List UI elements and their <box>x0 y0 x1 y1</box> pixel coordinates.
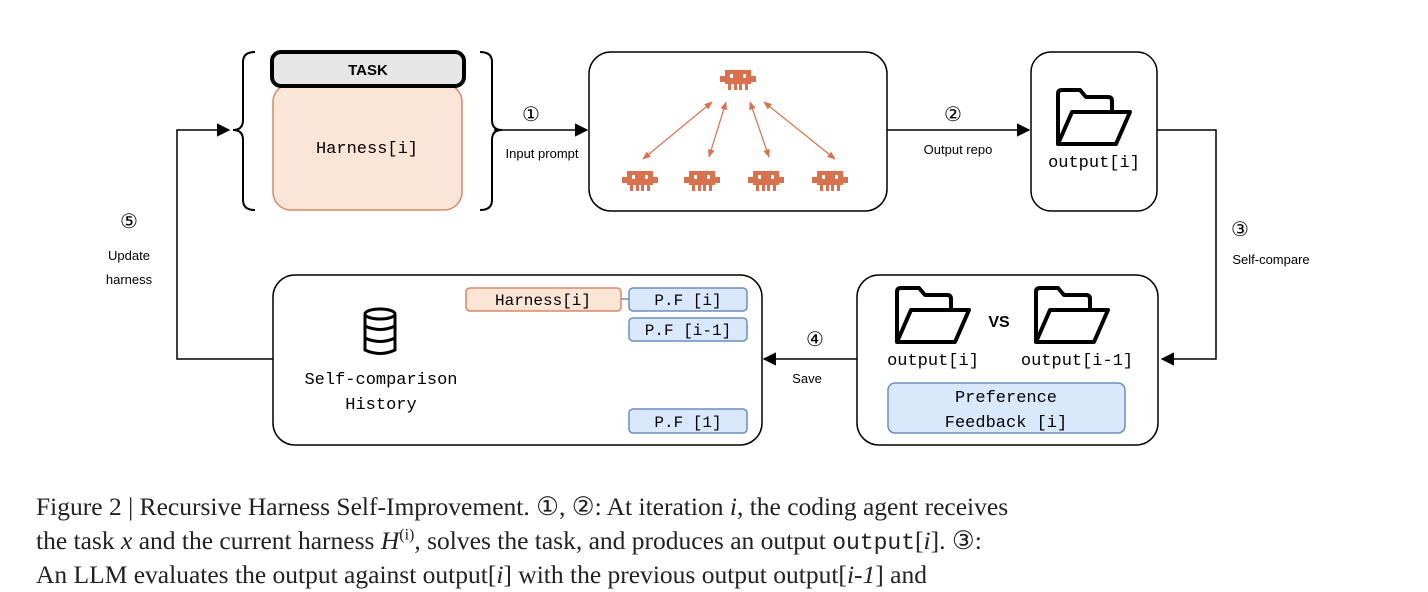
link-lead-sub4 <box>763 101 836 160</box>
history-harness-label: Harness[i] <box>495 292 591 310</box>
step3-number: ③ <box>1231 219 1249 241</box>
arrow-update-harness <box>176 123 273 360</box>
arrow-self-compare <box>1157 129 1217 366</box>
caption-text: ]. ③: <box>930 526 982 555</box>
caption-superscript: (i) <box>399 526 415 544</box>
compare-left-label: output[i] <box>887 352 979 371</box>
pf-i-label: P.F [i] <box>654 292 721 310</box>
caption-text: ] with the previous output output[ <box>503 560 847 589</box>
caption-text: ] and <box>875 560 927 589</box>
comparison-box: VS output[i] output[i-1] Preference Feed… <box>856 274 1159 446</box>
step2-label: Output repo <box>924 142 993 157</box>
step2-number: ② <box>944 104 962 126</box>
history-label-line1: Self-comparison <box>304 371 457 390</box>
pf-i1-box <box>628 317 748 342</box>
step4-number: ④ <box>806 329 824 351</box>
caption-var: H <box>380 526 400 555</box>
step5-label-line2: harness <box>106 272 153 287</box>
caption-line-3: An LLM evaluates the output against outp… <box>36 558 1406 592</box>
preference-line2: Feedback [i] <box>945 414 1067 433</box>
caption-code: output <box>832 530 916 556</box>
caption-text: , solves the task, and produces an outpu… <box>414 526 833 555</box>
caption-text: An LLM evaluates the output against outp… <box>36 560 497 589</box>
caption-var: x <box>120 526 133 555</box>
step4-label: Save <box>792 371 822 386</box>
pf-1-label: P.F [1] <box>654 414 721 432</box>
caption-text: Figure 2 | Recursive Harness Self-Improv… <box>36 492 730 521</box>
link-lead-sub1 <box>642 101 713 160</box>
history-label-line2: History <box>345 396 416 415</box>
caption-line-1: Figure 2 | Recursive Harness Self-Improv… <box>36 490 1406 524</box>
pf-i1-label: P.F [i-1] <box>645 322 731 340</box>
caption-text: the task <box>36 526 121 555</box>
step1-number: ① <box>522 104 540 126</box>
caption-text: [ <box>915 526 924 555</box>
left-brace <box>232 51 256 211</box>
agent-box <box>588 51 888 212</box>
caption-text: , the coding agent receives <box>736 492 1009 521</box>
caption-var: i <box>729 492 737 521</box>
harness-label: Harness[i] <box>316 140 418 159</box>
compare-right-label: output[i-1] <box>1021 352 1133 371</box>
step3-label: Self-compare <box>1232 252 1309 267</box>
compare-vs: VS <box>988 314 1010 331</box>
input-block: Harness[i] TASK <box>232 50 503 211</box>
task-label: TASK <box>348 62 388 79</box>
right-brace <box>479 51 503 211</box>
preference-line1: Preference <box>955 389 1057 408</box>
database-icon <box>363 307 397 355</box>
figure-caption: Figure 2 | Recursive Harness Self-Improv… <box>36 490 1406 592</box>
step1-label: Input prompt <box>506 146 579 161</box>
preference-feedback-box <box>887 382 1126 434</box>
pf-1-box <box>628 408 748 434</box>
caption-var: i <box>496 560 504 589</box>
pf-i-box <box>628 287 748 312</box>
link-lead-sub2 <box>708 101 727 158</box>
step5-number: ⑤ <box>120 211 138 233</box>
output-box: output[i] <box>1030 51 1158 212</box>
task-header <box>270 50 466 88</box>
output-label: output[i] <box>1048 154 1140 173</box>
caption-line-2: the task x and the current harness H(i),… <box>36 524 1406 558</box>
step5-label-line1: Update <box>108 248 150 263</box>
history-box: Self-comparison History Harness[i] P.F [… <box>272 274 763 446</box>
caption-var: i-1 <box>846 560 876 589</box>
caption-text: and the current harness <box>132 526 381 555</box>
caption-var: i <box>923 526 931 555</box>
